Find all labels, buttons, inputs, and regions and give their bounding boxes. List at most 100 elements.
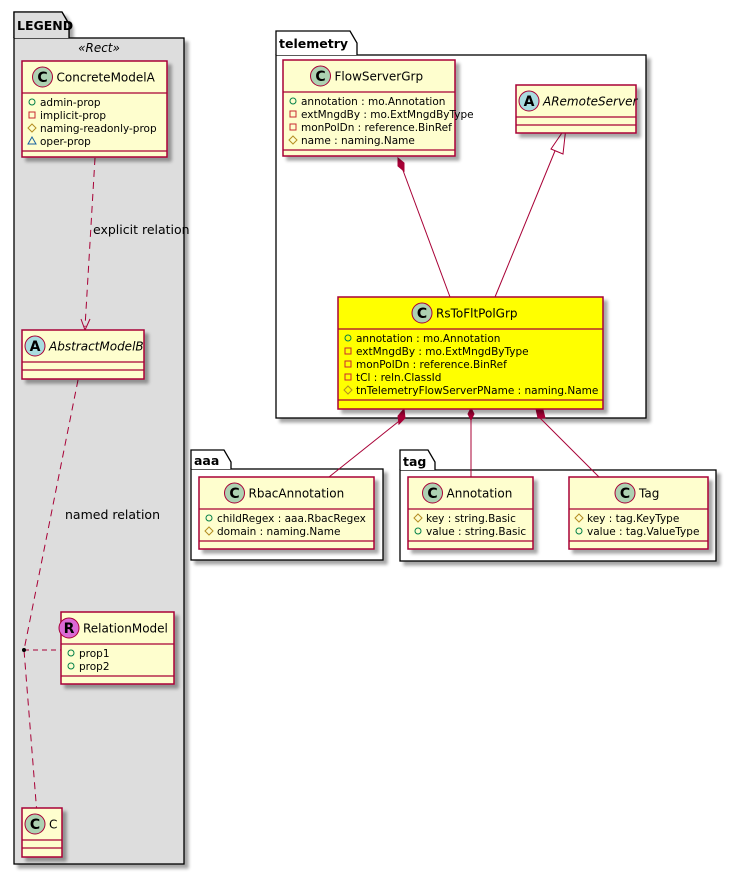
attribute-row: value : string.Basic [414,526,526,538]
svg-text:C: C [427,486,437,502]
package-stereotype: «Rect» [78,41,120,55]
attribute-row: extMngdBy : mo.ExtMngdByType [289,109,474,121]
class-name: FlowServerGrp [335,70,424,84]
explicit-relation-edge [84,157,96,328]
protected-visibility-icon [27,123,37,133]
composition-diamond-icon [397,407,406,426]
attribute-row: value : tag.ValueType [575,526,699,538]
attribute-row: oper-prop [27,135,91,148]
edges [22,126,600,832]
attribute-text: key : tag.KeyType [587,513,679,525]
class-box [21,329,145,380]
composition-edge-tag [539,417,600,478]
class-c-icon: C [614,482,636,504]
named-relation-label: named relation [65,507,160,522]
class-c-icon: C [24,813,46,835]
class-c-icon: C [224,482,245,504]
protected-visibility-icon [413,513,423,523]
attribute-row: annotation : mo.Annotation [344,333,500,345]
attribute-row: tCl : reln.ClassId [344,372,441,384]
attribute-text: extMngdBy : mo.ExtMngdByType [356,346,529,358]
public-visibility-icon [205,514,213,522]
class-rbac-annotation[interactable]: C RbacAnnotation childRegex : aaa.RbacRege… [198,476,375,550]
attribute-text: tnTelemetryFlowServerPName : naming.Name [356,385,598,397]
package-tab [190,449,232,469]
class-name: C [49,818,57,832]
svg-text:C: C [417,306,427,322]
class-abstract-model-b[interactable]: A AbstractModelB [21,329,145,380]
svg-text:C: C [37,70,47,86]
class-c-icon: C [411,302,433,324]
attribute-text: prop1 [79,648,110,660]
svg-text:A: A [30,339,41,355]
package-visibility-icon [27,135,37,145]
class-c-icon: C [32,66,53,88]
public-visibility-icon [289,97,297,105]
private-visibility-icon [344,347,352,355]
protected-visibility-icon [343,385,353,395]
attribute-text: monPolDn : reference.BinRef [356,359,507,371]
attribute-text: tCl : reln.ClassId [356,372,441,384]
attribute-text: value : tag.ValueType [587,526,699,538]
class-name: Tag [638,487,659,501]
package-label: aaa [194,453,219,468]
svg-text:R: R [64,621,75,637]
relation-r-icon: R [58,617,80,639]
class-name: ConcreteModelA [57,71,156,85]
class-aremote-server[interactable]: A ARemoteServer [515,84,638,134]
class-name: ARemoteServer [542,95,638,109]
class-box [60,611,175,685]
public-visibility-icon [28,98,36,106]
attribute-row: prop2 [67,661,110,673]
class-name: AbstractModelB [48,340,144,354]
abstract-a-icon: A [24,335,46,357]
package-tab-outline [13,11,70,38]
attribute-row: name : naming.Name [288,135,415,147]
package-tab [275,30,358,55]
svg-text:A: A [524,94,535,110]
class-name: RbacAnnotation [249,487,345,501]
public-visibility-icon [344,334,352,342]
attribute-row: prop1 [67,648,110,660]
composition-edge-rbacannotation [328,417,404,478]
attribute-text: admin-prop [40,97,101,109]
attribute-row: tnTelemetryFlowServerPName : naming.Name [343,385,598,397]
class-box [337,296,604,410]
class-box [568,476,709,550]
attribute-row: naming-readonly-prop [27,123,157,135]
attribute-text: monPolDn : reference.BinRef [301,122,452,134]
attribute-row: key : tag.KeyType [574,513,679,525]
private-visibility-icon [344,360,352,368]
composition-diamond-icon [397,156,405,173]
attribute-row: admin-prop [28,97,101,109]
attribute-row: extMngdBy : mo.ExtMngdByType [344,346,529,358]
attribute-text: naming-readonly-prop [40,123,157,135]
package-tab [399,449,436,470]
attribute-text: domain : naming.Name [217,526,340,538]
class-c-icon: C [310,65,331,87]
attribute-text: annotation : mo.Annotation [356,333,500,345]
class-c-icon: C [422,482,443,504]
attribute-row: monPolDn : reference.BinRef [289,122,452,134]
private-visibility-icon [289,123,297,131]
attribute-text: childRegex : aaa.RbacRegex [217,513,366,525]
composition-diamond-icon [467,406,475,422]
class-rs-to-flt-pol-grp[interactable]: C RsToFltPolGrp annotation : mo.Annotation… [337,296,604,410]
attribute-text: key : string.Basic [426,513,516,525]
package-label: telemetry [279,36,348,51]
package-label: tag [403,454,426,469]
class-name: RsToFltPolGrp [436,307,518,321]
attribute-row: monPolDn : reference.BinRef [344,359,507,371]
public-visibility-icon [67,662,75,670]
attribute-row: implicit-prop [28,110,106,122]
class-concrete-model-a[interactable]: C ConcreteModelA admin-propimplicit-propna… [21,60,168,158]
attribute-row: childRegex : aaa.RbacRegex [205,513,366,525]
attribute-text: name : naming.Name [301,135,415,147]
attribute-text: prop2 [79,661,110,673]
protected-visibility-icon [204,526,214,536]
